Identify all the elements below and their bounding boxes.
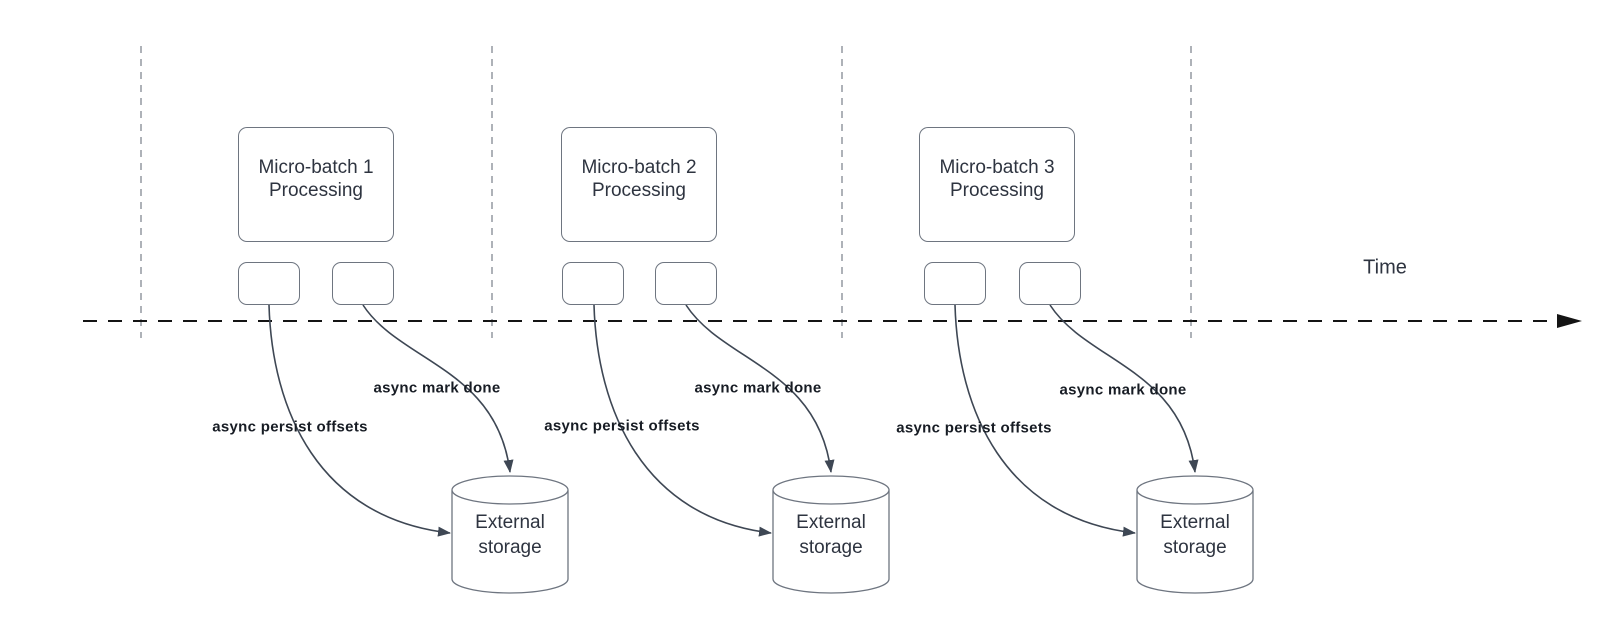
micro-batch-3-title-line2: Processing bbox=[949, 179, 1044, 201]
mark-done-arrow bbox=[1049, 304, 1199, 473]
micro-batch-2-title: Micro-batch 2 Processing bbox=[581, 156, 696, 214]
external-storage-label: External storage bbox=[773, 510, 889, 560]
external-storage-label: External storage bbox=[1137, 510, 1253, 560]
micro-batch-1-box: Micro-batch 1 Processing bbox=[238, 127, 394, 242]
persist-offsets-label: async persist offsets bbox=[212, 418, 368, 436]
micro-batch-2-box: Micro-batch 2 Processing bbox=[561, 127, 717, 242]
batch-1-done-task-box bbox=[332, 262, 394, 305]
persist-offsets-label: async persist offsets bbox=[896, 419, 1052, 437]
storage-cylinder bbox=[1136, 475, 1254, 594]
time-axis-arrowhead-icon bbox=[1557, 314, 1582, 328]
micro-batch-1-title-line1: Micro-batch 1 bbox=[258, 156, 374, 178]
micro-batch-1-title: Micro-batch 1 Processing bbox=[258, 156, 373, 214]
storage-cylinder bbox=[451, 475, 569, 594]
external-storage-line1: External bbox=[1160, 512, 1230, 533]
external-storage-label: External storage bbox=[452, 510, 568, 560]
batch-3-offset-task-box bbox=[924, 262, 986, 305]
micro-batch-3-box: Micro-batch 3 Processing bbox=[919, 127, 1075, 242]
mark-done-arrow bbox=[685, 304, 835, 473]
mark-done-arrow bbox=[362, 304, 514, 473]
micro-batch-1-title-line2: Processing bbox=[268, 179, 363, 201]
micro-batch-3-title: Micro-batch 3 Processing bbox=[939, 156, 1054, 214]
mark-done-label: async mark done bbox=[694, 379, 822, 397]
persist-offsets-arrow bbox=[954, 304, 1136, 537]
mark-done-label: async mark done bbox=[373, 379, 501, 397]
persist-offsets-arrow bbox=[593, 304, 772, 537]
batch-1-offset-task-box bbox=[238, 262, 300, 305]
micro-batch-2-title-line2: Processing bbox=[591, 179, 686, 201]
external-storage-line2: storage bbox=[799, 537, 863, 558]
mark-done-label: async mark done bbox=[1059, 381, 1187, 399]
persist-offsets-label: async persist offsets bbox=[544, 417, 700, 435]
batch-2-offset-task-box bbox=[562, 262, 624, 305]
external-storage-line1: External bbox=[796, 512, 866, 533]
batch-3-done-task-box bbox=[1019, 262, 1081, 305]
micro-batch-3-title-line1: Micro-batch 3 bbox=[939, 156, 1055, 178]
time-axis-label: Time bbox=[1363, 256, 1407, 279]
external-storage-line2: storage bbox=[1163, 537, 1227, 558]
batch-2-done-task-box bbox=[655, 262, 717, 305]
micro-batch-2-title-line1: Micro-batch 2 bbox=[581, 156, 697, 178]
external-storage-line1: External bbox=[475, 512, 545, 533]
storage-cylinder bbox=[772, 475, 890, 594]
external-storage-line2: storage bbox=[478, 537, 542, 558]
persist-offsets-arrow bbox=[268, 304, 451, 537]
